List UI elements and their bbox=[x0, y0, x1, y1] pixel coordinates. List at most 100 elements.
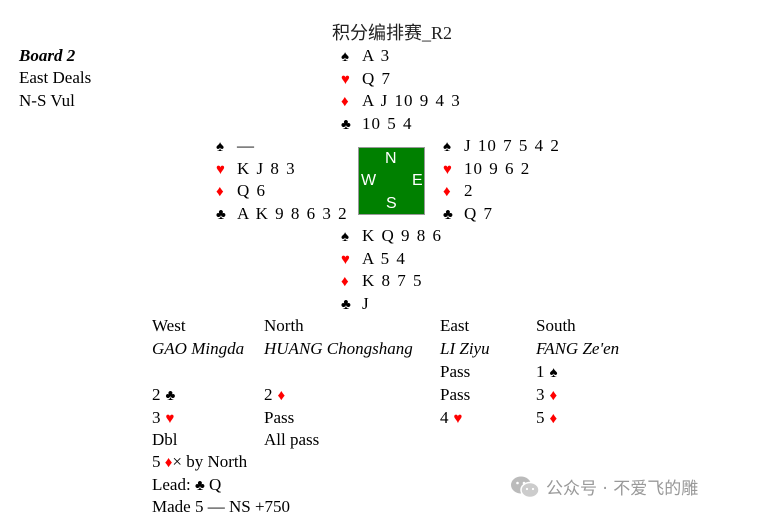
south-clubs: ♣J bbox=[341, 294, 370, 315]
bid: Pass bbox=[440, 362, 470, 382]
bid: 3♦ bbox=[536, 385, 557, 406]
west-clubs: ♣ A K 9 8 6 3 2 bbox=[216, 204, 348, 225]
compass-east: E bbox=[412, 172, 423, 189]
bid-suit-icon: ♦ bbox=[549, 387, 558, 404]
bid-text: 1 bbox=[536, 362, 545, 381]
cards: A J 10 9 4 3 bbox=[362, 91, 461, 111]
bid-text: All pass bbox=[264, 430, 320, 450]
event-title: 积分编排赛_R2 bbox=[331, 23, 452, 43]
bid: 2♣ bbox=[152, 385, 175, 406]
south-diamonds: ♦ K 8 7 5 bbox=[341, 271, 423, 292]
cards: J 10 7 5 4 2 bbox=[464, 136, 560, 155]
cards: A 5 4 bbox=[362, 248, 406, 268]
north-diamonds: ♦A J 10 9 4 3 bbox=[341, 91, 461, 112]
west-hearts: ♥ K J 8 3 bbox=[216, 159, 296, 180]
contract: 5 ♦× by North bbox=[152, 452, 247, 473]
east-diamonds: ♦2 bbox=[443, 181, 474, 202]
bid-text: Pass bbox=[440, 384, 471, 404]
bid: 5♦ bbox=[536, 408, 557, 429]
player-name: HUANG Chongshang bbox=[264, 339, 413, 358]
east-spades: ♠ J 10 7 5 4 2 bbox=[443, 136, 560, 157]
lead-label: Lead: bbox=[152, 475, 191, 494]
club-icon: ♣ bbox=[216, 206, 226, 223]
bid: Pass bbox=[264, 408, 294, 428]
diamond-icon: ♦ bbox=[216, 184, 224, 201]
cards: Q 7 bbox=[464, 203, 494, 223]
diamond-icon: ♦ bbox=[341, 274, 349, 291]
cards: 10 5 4 bbox=[362, 113, 413, 133]
dealer: East Deals bbox=[19, 68, 92, 87]
player-name: LI Ziyu bbox=[440, 339, 490, 358]
bid-suit-icon: ♠ bbox=[549, 365, 558, 381]
auction-header: West bbox=[152, 316, 186, 335]
cards: K J 8 3 bbox=[237, 158, 296, 178]
bid-text: 2 bbox=[152, 384, 161, 404]
watermark: 公众号 · 不爱飞的雕 bbox=[510, 474, 698, 499]
bid-text: 3 bbox=[152, 407, 161, 427]
compass-table: N W E S bbox=[358, 147, 425, 215]
cards: A K 9 8 6 3 2 bbox=[237, 203, 348, 223]
cards: A 3 bbox=[362, 46, 391, 65]
lead-card: Q bbox=[209, 475, 222, 494]
auction-header: East bbox=[440, 316, 470, 335]
club-icon: ♣ bbox=[341, 296, 351, 313]
bid: 2♦ bbox=[264, 385, 285, 406]
bid: 4♥ bbox=[440, 408, 462, 429]
bid-text: 2 bbox=[264, 384, 273, 404]
cards: — bbox=[237, 136, 255, 155]
diamond-icon: ♦ bbox=[443, 184, 451, 201]
club-icon: ♣ bbox=[194, 478, 205, 494]
cards: K 8 7 5 bbox=[362, 271, 423, 291]
compass-west: W bbox=[361, 172, 377, 189]
bid-text: Dbl bbox=[152, 430, 178, 450]
south-spades: ♠ K Q 9 8 6 bbox=[341, 226, 442, 247]
heart-icon: ♥ bbox=[341, 251, 350, 268]
spade-icon: ♠ bbox=[216, 139, 224, 155]
north-spades: ♠ A 3 bbox=[341, 46, 390, 67]
contract-level: 5 bbox=[152, 452, 161, 471]
bid-text: Pass bbox=[264, 407, 295, 427]
cards: 2 bbox=[464, 181, 474, 201]
bid: Dbl bbox=[152, 430, 178, 450]
bid-suit-icon: ♣ bbox=[165, 387, 176, 404]
bid-text: 3 bbox=[536, 384, 545, 404]
watermark-text: 公众号 · 不爱飞的雕 bbox=[546, 479, 699, 499]
east-hearts: ♥ 10 9 6 2 bbox=[443, 159, 530, 180]
bid: 1♠ bbox=[536, 362, 557, 383]
spade-icon: ♠ bbox=[341, 229, 349, 245]
cards: K Q 9 8 6 bbox=[362, 226, 443, 245]
auction-header: South bbox=[536, 316, 576, 335]
west-diamonds: ♦ Q 6 bbox=[216, 181, 266, 202]
north-clubs: ♣ 10 5 4 bbox=[341, 114, 413, 135]
heart-icon: ♥ bbox=[216, 161, 225, 178]
result: Made 5 — NS +750 bbox=[152, 497, 291, 516]
club-icon: ♣ bbox=[341, 116, 351, 133]
diamond-icon: ♦ bbox=[164, 455, 173, 471]
bid-suit-icon: ♥ bbox=[453, 410, 463, 427]
vulnerability: N-S Vul bbox=[19, 91, 75, 110]
wechat-icon bbox=[511, 476, 540, 498]
cards: Q 6 bbox=[237, 181, 267, 201]
bid-text: 5 bbox=[536, 407, 545, 427]
bid: All pass bbox=[264, 430, 319, 450]
bid: Pass bbox=[440, 385, 470, 405]
compass-south: S bbox=[386, 195, 397, 212]
bid-suit-icon: ♦ bbox=[549, 410, 558, 427]
compass-north: N bbox=[385, 150, 397, 167]
auction-header: North bbox=[264, 316, 304, 335]
bid: 3♥ bbox=[152, 408, 174, 429]
east-clubs: ♣Q 7 bbox=[443, 204, 493, 225]
bid-suit-icon: ♥ bbox=[165, 410, 175, 427]
spade-icon: ♠ bbox=[443, 139, 451, 155]
south-hearts: ♥ A 5 4 bbox=[341, 249, 406, 270]
board-number: Board 2 bbox=[19, 46, 76, 65]
cards: J bbox=[362, 293, 370, 313]
spade-icon: ♠ bbox=[341, 49, 349, 65]
player-name: GAO Mingda bbox=[152, 339, 245, 358]
bid-text: Pass bbox=[440, 362, 471, 381]
cards: 10 9 6 2 bbox=[464, 158, 531, 178]
north-hearts: ♥Q 7 bbox=[341, 69, 391, 90]
bid-text: 4 bbox=[440, 407, 449, 427]
heart-icon: ♥ bbox=[443, 161, 452, 178]
